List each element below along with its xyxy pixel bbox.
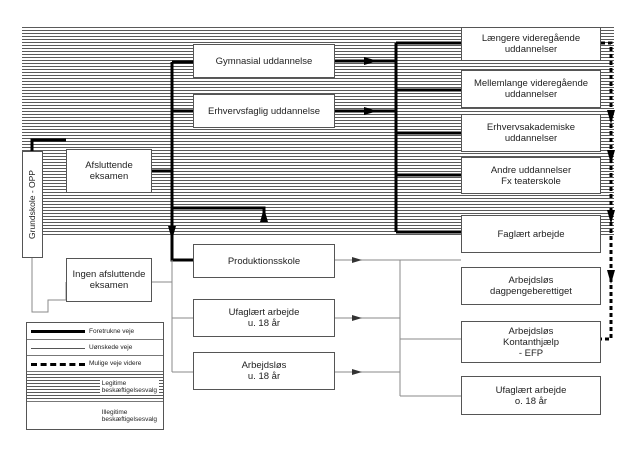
ufaglaert-u18-label: Ufaglært arbejde u. 18 år	[228, 307, 300, 329]
kontanthjaelp-label: Arbejdsløs Kontanthjælp - EFP	[503, 325, 559, 359]
grundskole-label: Grundskole - OPP	[27, 170, 38, 239]
unwanted-path-swatch	[31, 348, 85, 349]
afsluttende-eksamen-label: Afsluttende eksamen	[85, 160, 133, 182]
faglaert-arbejde-label: Faglært arbejde	[497, 228, 565, 240]
arbejdsloes-u18-box: Arbejdsløs u. 18 år	[193, 352, 335, 390]
laengere-videregaaende-label: Længere videregående uddannelser	[481, 33, 581, 55]
laengere-videregaaende-box: Længere videregående uddannelser	[461, 27, 601, 61]
legend-legitimate-label: Legitime beskæftigelsesvalg	[99, 378, 159, 395]
produktionsskole-box: Produktionsskole	[193, 244, 335, 278]
preferred-arrowheads	[168, 57, 378, 240]
erhvervsfaglig-uddannelse-label: Erhvervsfaglig uddannelse	[208, 105, 320, 117]
preferred-paths	[30, 41, 461, 262]
arbejdsloes-u18-label: Arbejdsløs u. 18 år	[241, 360, 287, 382]
legend-preferred-label: Foretrukne veje	[89, 327, 135, 335]
possible-path-swatch	[31, 363, 85, 366]
legend-unwanted-label: Uønskede veje	[89, 344, 133, 351]
erhvervsakademiske-box: Erhvervsakademiske uddannelser	[461, 114, 601, 152]
legend: Foretrukne veje Uønskede veje Mulige vej…	[26, 322, 164, 430]
produktionsskole-label: Produktionsskole	[227, 255, 301, 267]
gymnasial-uddannelse-box: Gymnasial uddannelse	[193, 44, 335, 78]
legend-row-possible: Mulige veje videre	[27, 355, 163, 371]
faglaert-arbejde-box: Faglært arbejde	[461, 215, 601, 253]
andre-uddannelser-box: Andre uddannelser Fx teaterskole	[461, 157, 601, 194]
legend-row-illegitimate: Illegitime beskæftigelsesvalg	[27, 401, 163, 430]
dagpengeberettiget-box: Arbejdsløs dagpengeberettiget	[461, 267, 601, 305]
unwanted-paths	[31, 258, 461, 397]
afsluttende-eksamen-box: Afsluttende eksamen	[66, 149, 152, 193]
gymnasial-uddannelse-label: Gymnasial uddannelse	[215, 55, 313, 67]
grundskole-box: Grundskole - OPP	[22, 151, 43, 258]
ingen-afsluttende-eksamen-label: Ingen afsluttende eksamen	[72, 269, 146, 291]
erhvervsfaglig-uddannelse-box: Erhvervsfaglig uddannelse	[193, 94, 335, 128]
legend-row-preferred: Foretrukne veje	[27, 323, 163, 339]
possible-arrowheads	[607, 110, 615, 284]
mellemlange-videregaaende-label: Mellemlange videregående uddannelser	[473, 78, 589, 100]
legend-possible-label: Mulige veje videre	[89, 360, 142, 367]
erhvervsakademiske-label: Erhvervsakademiske uddannelser	[486, 122, 576, 144]
legend-row-unwanted: Uønskede veje	[27, 339, 163, 355]
mellemlange-videregaaende-box: Mellemlange videregående uddannelser	[461, 70, 601, 108]
possible-paths	[601, 41, 613, 341]
ufaglaert-o18-label: Ufaglært arbejde o. 18 år	[495, 384, 567, 407]
legend-illegitimate-label: Illegitime beskæftigelsesvalg	[101, 409, 157, 423]
ufaglaert-o18-box: Ufaglært arbejde o. 18 år	[461, 376, 601, 415]
dagpengeberettiget-label: Arbejdsløs dagpengeberettiget	[490, 275, 572, 297]
ingen-afsluttende-eksamen-box: Ingen afsluttende eksamen	[66, 258, 152, 302]
andre-uddannelser-label: Andre uddannelser Fx teaterskole	[490, 164, 572, 187]
preferred-path-swatch	[31, 330, 85, 333]
kontanthjaelp-box: Arbejdsløs Kontanthjælp - EFP	[461, 321, 601, 363]
unwanted-arrowheads	[352, 257, 362, 375]
legend-row-legitimate: Legitime beskæftigelsesvalg	[27, 371, 163, 401]
ufaglaert-u18-box: Ufaglært arbejde u. 18 år	[193, 299, 335, 337]
